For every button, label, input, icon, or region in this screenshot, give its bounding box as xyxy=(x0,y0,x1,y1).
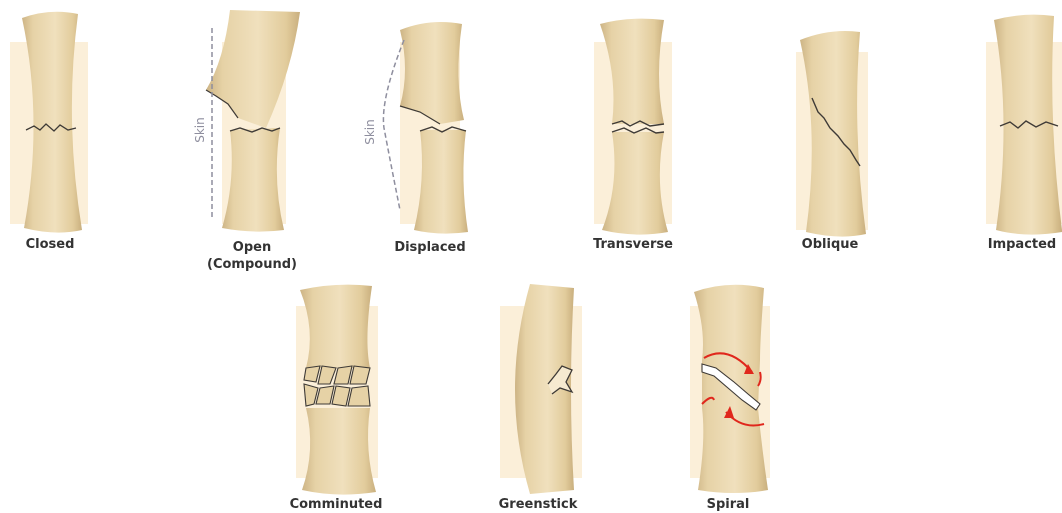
bone-impacted xyxy=(986,15,1062,235)
bone-spiral xyxy=(690,285,770,493)
bone-oblique xyxy=(796,31,868,237)
label-oblique: Oblique xyxy=(750,236,910,253)
label-spiral: Spiral xyxy=(648,496,808,513)
label-comminuted: Comminuted xyxy=(256,496,416,513)
bone-open: Skin xyxy=(193,10,300,232)
label-open: Open (Compound) xyxy=(172,239,332,273)
skin-label: Skin xyxy=(363,119,377,145)
skin-label: Skin xyxy=(193,117,207,143)
label-impacted: Impacted xyxy=(942,236,1062,253)
bone-greenstick xyxy=(500,284,582,494)
bone-comminuted xyxy=(296,285,378,495)
bone-displaced: Skin xyxy=(363,22,468,234)
bone-transverse xyxy=(594,19,672,235)
bone-closed xyxy=(10,12,88,233)
label-transverse: Transverse xyxy=(553,236,713,253)
label-greenstick: Greenstick xyxy=(458,496,618,513)
label-closed: Closed xyxy=(0,236,130,253)
label-displaced: Displaced xyxy=(350,239,510,256)
